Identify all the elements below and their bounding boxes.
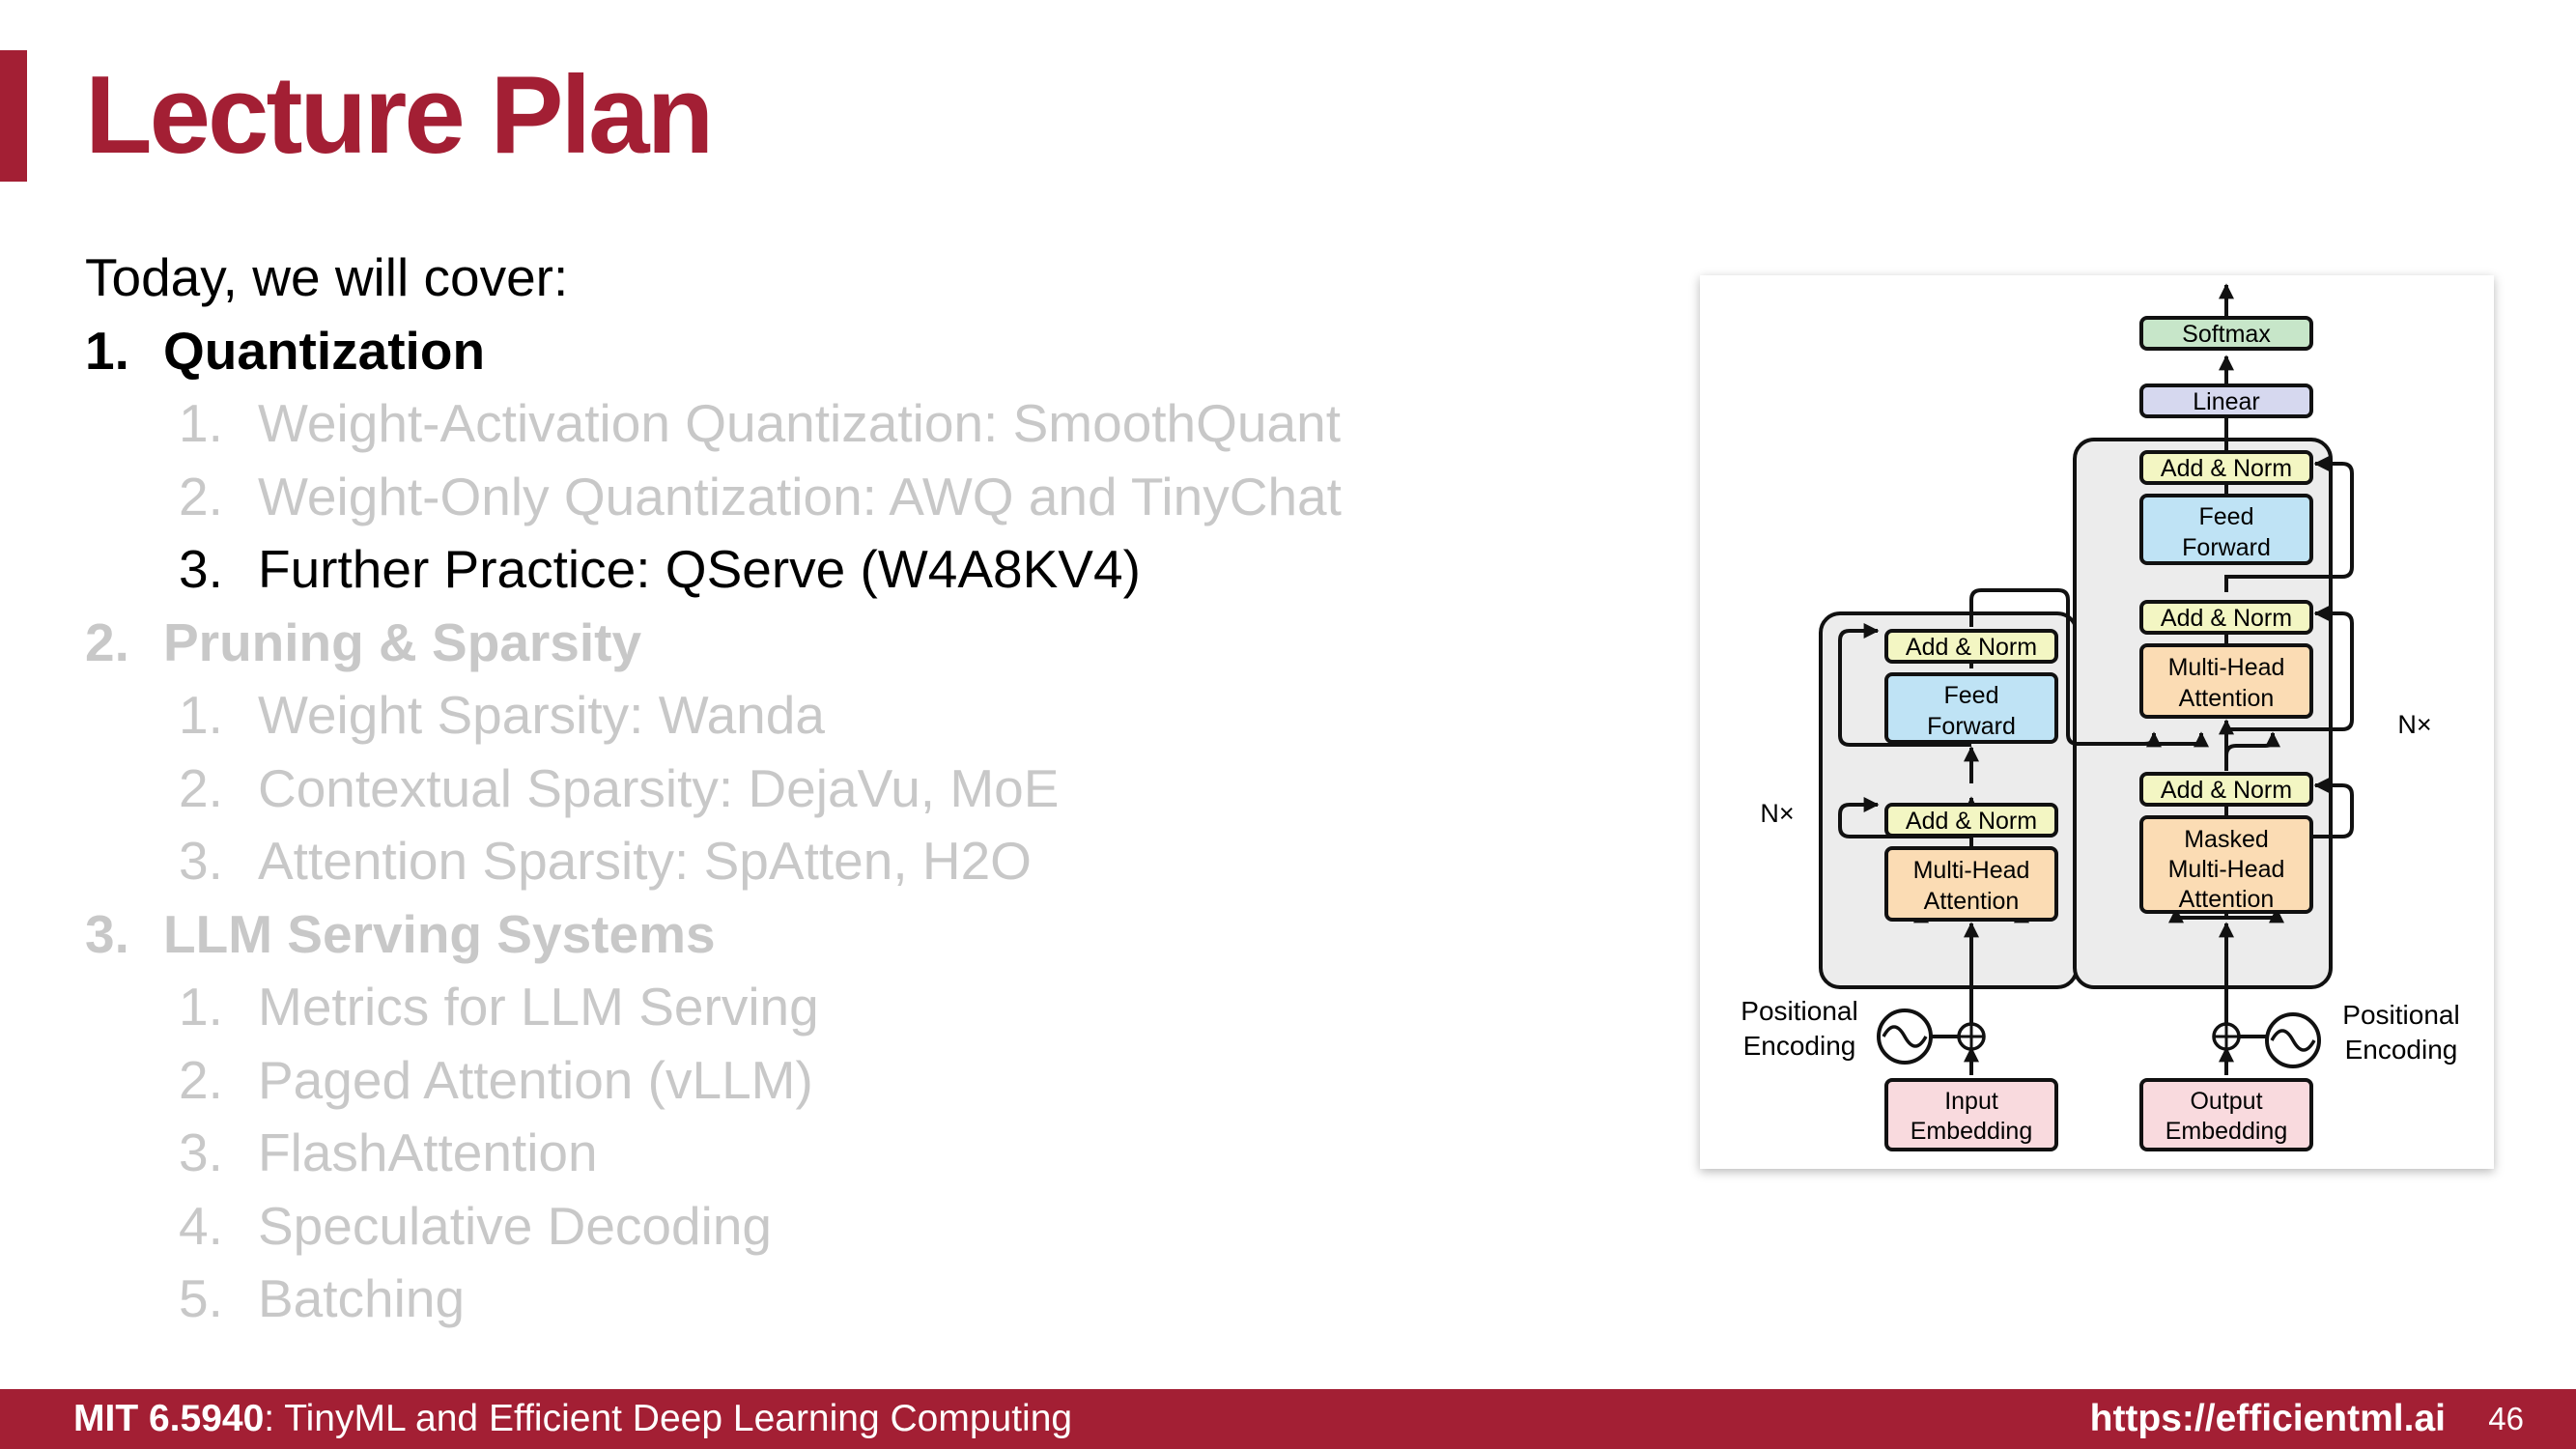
encoder-add-norm-2 (1884, 629, 2058, 664)
course-code: MIT 6.5940 (73, 1398, 265, 1439)
input-embedding-block (1884, 1078, 2058, 1151)
outline-number: 1. (179, 977, 223, 1037)
outline-number: 2. (179, 1049, 223, 1110)
page-number: 46 (2488, 1401, 2524, 1436)
outline-item-speculative: 4. Speculative Decoding (85, 1190, 1630, 1264)
encoder-positional-line-2: Encoding (1743, 1031, 1856, 1061)
masked-line-2: Multi-Head (2168, 856, 2285, 883)
outline-item-awq: 2. Weight-Only Quantization: AWQ and Tin… (85, 461, 1630, 534)
slide-footer: MIT 6.5940: TinyML and Efficient Deep Le… (0, 1389, 2576, 1449)
transformer-diagram: Softmax Linear Add & Norm Feed Forward A… (1741, 283, 2460, 1151)
outline-label: Further Practice: QServe (W4A8KV4) (258, 539, 1141, 599)
decoder-mha-line-2: Attention (2179, 685, 2275, 712)
encoder-positional-line-1: Positional (1741, 996, 1857, 1026)
outline-number: 3. (179, 539, 223, 599)
masked-line-1: Masked (2184, 826, 2269, 853)
outline-number: 4. (179, 1195, 223, 1256)
decoder-add-norm-1 (2139, 772, 2313, 807)
encoder-add-norm-2-label: Add & Norm (1906, 634, 2037, 661)
outline-item-batching: 5. Batching (85, 1263, 1630, 1336)
outline-number: 1. (179, 393, 223, 453)
encoder-nx-label: N× (1760, 799, 1794, 828)
encoder-multi-head-attention (1884, 846, 2058, 922)
outline-number: 3. (179, 1122, 223, 1182)
outline-section-serving: 3. LLM Serving Systems (85, 898, 1630, 972)
encoder-feed-forward-line-2: Forward (1927, 713, 2016, 740)
outline-label: Weight Sparsity: Wanda (258, 685, 825, 745)
lecture-outline: Today, we will cover: 1. Quantization 1.… (85, 242, 1630, 1336)
outline-item-flashattention: 3. FlashAttention (85, 1117, 1630, 1190)
decoder-add-norm-2 (2139, 600, 2313, 635)
linear-block (2139, 384, 2313, 418)
transformer-architecture-figure: Softmax Linear Add & Norm Feed Forward A… (1700, 275, 2494, 1169)
decoder-add-norm-3-label: Add & Norm (2161, 455, 2292, 482)
encoder-add-norm-1-label: Add & Norm (1906, 808, 2037, 835)
decoder-feed-forward (2139, 494, 2313, 565)
outline-label: Contextual Sparsity: DejaVu, MoE (258, 757, 1060, 818)
outline-item-dejavu: 2. Contextual Sparsity: DejaVu, MoE (85, 753, 1630, 826)
input-embedding-line-1: Input (1944, 1088, 1998, 1115)
output-embedding-line-1: Output (2190, 1088, 2262, 1115)
outline-item-metrics: 1. Metrics for LLM Serving (85, 971, 1630, 1044)
masked-line-3: Attention (2179, 886, 2275, 913)
course-title: MIT 6.5940: TinyML and Efficient Deep Le… (73, 1389, 1072, 1449)
outline-item-paged-attention: 2. Paged Attention (vLLM) (85, 1044, 1630, 1118)
encoder-mha-line-1: Multi-Head (1913, 857, 2030, 884)
slide-title: Lecture Plan (85, 54, 714, 177)
outline-label: Quantization (163, 320, 486, 381)
outline-label: Metrics for LLM Serving (258, 977, 819, 1037)
encoder-add-norm-1 (1884, 803, 2058, 838)
outline-number: 5. (179, 1268, 223, 1328)
outline-section-quantization: 1. Quantization (85, 315, 1630, 388)
outline-item-smoothquant: 1. Weight-Activation Quantization: Smoot… (85, 387, 1630, 461)
decoder-nx-label: N× (2397, 710, 2431, 739)
output-embedding-line-2: Embedding (2166, 1118, 2287, 1145)
encoder-mha-line-2: Attention (1924, 888, 2020, 915)
decoder-multi-head-attention (2139, 643, 2313, 719)
decoder-add-norm-1-label: Add & Norm (2161, 777, 2292, 804)
decoder-feed-forward-line-1: Feed (2199, 503, 2254, 530)
decoder-add-norm-3 (2139, 450, 2313, 485)
outline-label: Weight-Activation Quantization: SmoothQu… (258, 393, 1341, 453)
output-embedding-block (2139, 1078, 2313, 1151)
outline-number: 1. (85, 320, 129, 381)
outline-number: 2. (85, 611, 129, 672)
decoder-masked-attention (2139, 815, 2313, 914)
decoder-positional-line-2: Encoding (2345, 1035, 2458, 1065)
decoder-positional-line-1: Positional (2342, 1000, 2459, 1030)
outline-label: Pruning & Sparsity (163, 611, 642, 672)
title-accent-bar (0, 50, 27, 182)
outline-label: Batching (258, 1268, 466, 1328)
softmax-block (2139, 316, 2313, 351)
outline-number: 1. (179, 685, 223, 745)
course-name: : TinyML and Efficient Deep Learning Com… (264, 1398, 1073, 1439)
outline-number: 2. (179, 466, 223, 526)
outline-intro: Today, we will cover: (85, 247, 569, 307)
outline-label: LLM Serving Systems (163, 903, 716, 964)
encoder-feed-forward (1884, 672, 2058, 744)
outline-item-spatten: 3. Attention Sparsity: SpAtten, H2O (85, 825, 1630, 898)
decoder-add-norm-2-label: Add & Norm (2161, 605, 2292, 632)
decoder-feed-forward-line-2: Forward (2182, 534, 2271, 561)
course-url-link[interactable]: https://efficientml.ai (2089, 1398, 2446, 1439)
outline-item-wanda: 1. Weight Sparsity: Wanda (85, 679, 1630, 753)
decoder-mha-line-1: Multi-Head (2168, 654, 2285, 681)
outline-label: FlashAttention (258, 1122, 598, 1182)
outline-number: 3. (179, 831, 223, 891)
encoder-stack (1819, 611, 2079, 989)
outline-number: 3. (85, 903, 129, 964)
softmax-label: Softmax (2182, 321, 2271, 348)
input-embedding-line-2: Embedding (1911, 1118, 2032, 1145)
linear-label: Linear (2193, 388, 2260, 415)
outline-section-pruning: 2. Pruning & Sparsity (85, 607, 1630, 680)
outline-item-qserve: 3. Further Practice: QServe (W4A8KV4) (85, 533, 1630, 607)
encoder-feed-forward-line-1: Feed (1944, 682, 1999, 709)
outline-label: Attention Sparsity: SpAtten, H2O (258, 831, 1032, 891)
outline-number: 2. (179, 757, 223, 818)
outline-label: Weight-Only Quantization: AWQ and TinyCh… (258, 466, 1342, 526)
outline-label: Paged Attention (vLLM) (258, 1049, 813, 1110)
outline-label: Speculative Decoding (258, 1195, 773, 1256)
